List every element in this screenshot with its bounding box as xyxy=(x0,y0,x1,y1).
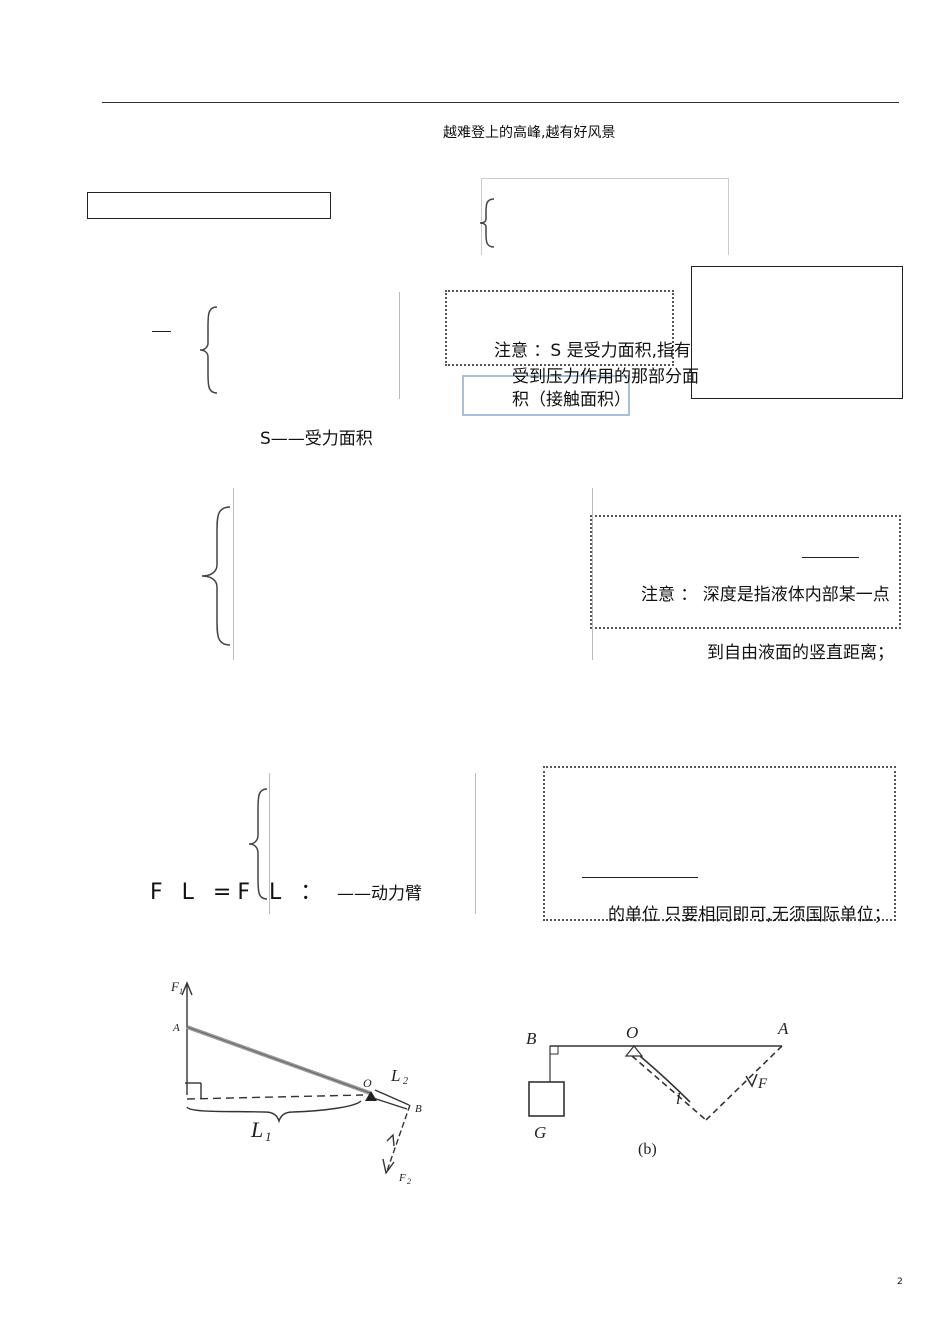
arm-line-l1 xyxy=(186,1094,364,1100)
pressure-note-line2: 受到压力作用的那部分面 xyxy=(512,367,699,387)
column-divider-3 xyxy=(592,488,593,660)
lever-unit-note: 的单位 只要相同即可,无须国际单位； xyxy=(608,905,891,925)
blank-answer-box xyxy=(87,192,331,219)
area-label: S——受力面积 xyxy=(260,429,373,449)
svg-text:1: 1 xyxy=(265,1129,272,1144)
liquid-note-line2: 到自由液面的竖直距离； xyxy=(707,643,894,663)
weight-g xyxy=(528,1081,565,1117)
brace-small xyxy=(479,198,495,248)
svg-text:F: F xyxy=(170,979,180,994)
underline-blank-2 xyxy=(582,877,698,878)
header-motto: 越难登上的高峰,越有好风景 xyxy=(443,125,616,141)
svg-text:B: B xyxy=(415,1103,422,1115)
svg-text:l: l xyxy=(676,1091,681,1108)
liquid-note-frame xyxy=(590,515,901,629)
lever-formula: F L =F L ： xyxy=(150,880,329,905)
svg-text:1: 1 xyxy=(179,987,183,996)
lever-figure-right: B O A F l G (b) xyxy=(526,1019,789,1158)
svg-text:(b): (b) xyxy=(638,1141,657,1158)
pressure-note-frame xyxy=(445,290,674,366)
dash-mark xyxy=(152,331,171,332)
header-rule xyxy=(102,102,899,103)
pivot-o xyxy=(624,1045,644,1057)
svg-text:2: 2 xyxy=(407,1177,411,1186)
light-frame xyxy=(481,178,729,255)
svg-text:A: A xyxy=(777,1019,789,1038)
svg-text:L: L xyxy=(250,1117,263,1142)
brace-medium xyxy=(199,306,218,394)
brace-l1 xyxy=(186,1100,362,1124)
svg-text:O: O xyxy=(363,1076,372,1090)
svg-text:L: L xyxy=(390,1066,400,1085)
svg-text:A: A xyxy=(172,1022,180,1034)
column-divider-2 xyxy=(233,488,234,660)
svg-text:G: G xyxy=(534,1123,546,1142)
force-line-f xyxy=(705,1045,783,1121)
power-arm-label: ——动力臂 xyxy=(337,884,422,904)
pressure-note-line3: 积（接触面积） xyxy=(512,390,631,410)
svg-text:2: 2 xyxy=(403,1076,408,1087)
brace-large xyxy=(201,506,231,646)
arm-line-l xyxy=(631,1055,707,1121)
svg-text:F: F xyxy=(398,1172,406,1184)
page-number: 2 xyxy=(897,1277,903,1287)
svg-text:B: B xyxy=(526,1029,537,1048)
underline-blank-1 xyxy=(802,557,859,558)
blue-highlight-box xyxy=(462,375,630,416)
svg-text:O: O xyxy=(626,1023,638,1042)
liquid-note-line1: 注意 ： 深度是指液体内部某一点 xyxy=(641,585,890,605)
column-divider-5 xyxy=(475,773,476,914)
brace-lever xyxy=(248,788,268,900)
force-arrow-f2 xyxy=(386,1104,411,1172)
column-divider-4 xyxy=(269,773,270,914)
pressure-note-line1: 注意 ：S 是受力面积,指有 xyxy=(494,341,692,361)
blank-answer-square xyxy=(691,266,903,399)
svg-text:F: F xyxy=(757,1076,768,1092)
column-divider-1 xyxy=(399,292,400,399)
lever-note-frame xyxy=(543,766,896,921)
